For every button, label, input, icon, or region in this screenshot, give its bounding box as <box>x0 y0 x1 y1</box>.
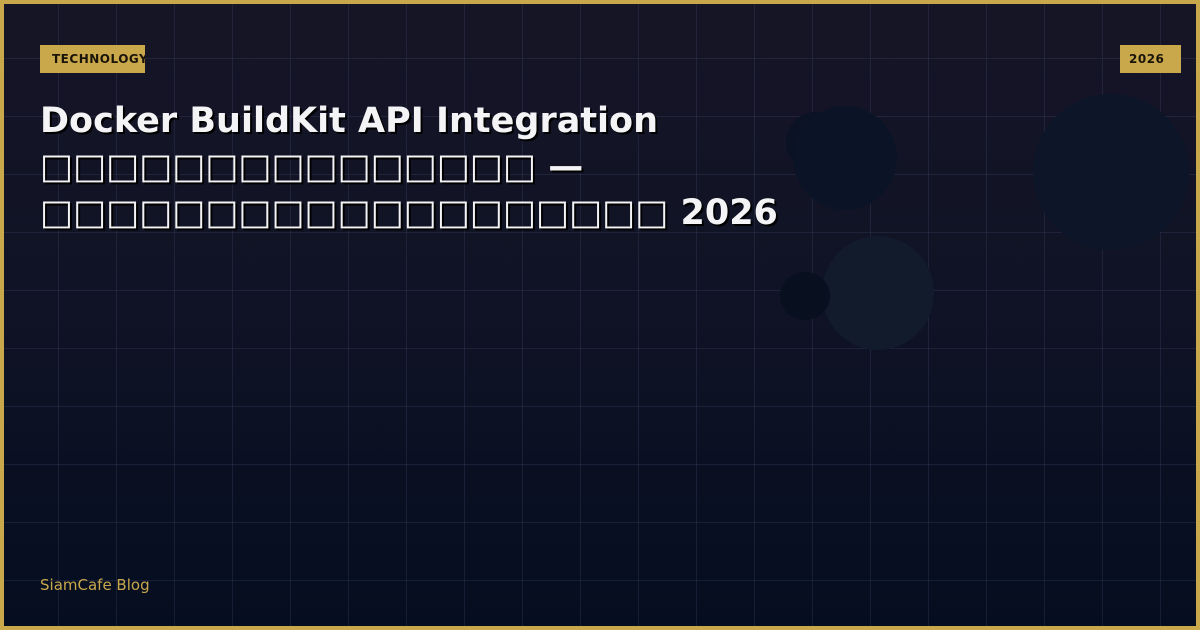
decorative-circle <box>793 106 897 210</box>
title-line-3: □□□□□□□□□□□□□□□□□□□ 2026 <box>40 193 778 233</box>
background-grid <box>4 4 1196 626</box>
site-name: SiamCafe Blog <box>40 576 150 594</box>
year-badge: 2026 <box>1120 45 1181 73</box>
title-line-1: Docker BuildKit API Integration <box>40 101 659 141</box>
title-line-2: □□□□□□□□□□□□□□□ — <box>40 147 584 187</box>
decorative-circle <box>780 272 830 320</box>
decorative-circle <box>822 236 934 350</box>
category-badge: TECHNOLOGY <box>40 45 145 73</box>
decorative-circle <box>1033 94 1189 250</box>
page-title: Docker BuildKit API Integration □□□□□□□□… <box>40 98 778 236</box>
